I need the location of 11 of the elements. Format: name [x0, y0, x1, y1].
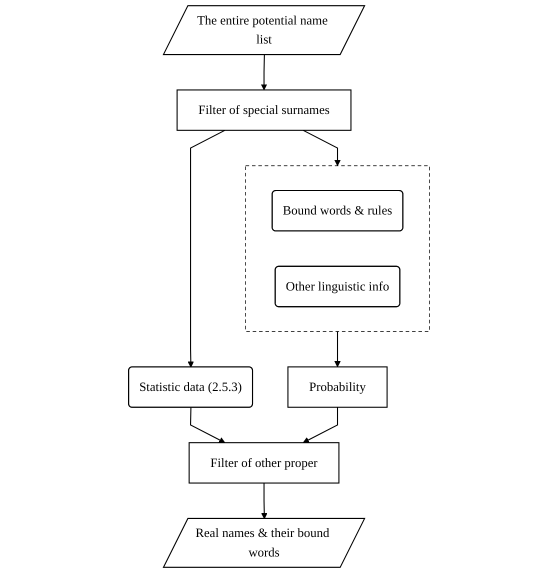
- arrow: [261, 483, 268, 520]
- cluster: [245, 165, 430, 332]
- arrow: [334, 331, 341, 368]
- arrow: [188, 130, 226, 368]
- arrow: [302, 130, 341, 166]
- arrow: [260, 54, 268, 90]
- arrow: [190, 408, 226, 443]
- arrow: [302, 407, 338, 443]
- node-box: Filter of other proper: [188, 442, 340, 484]
- node-box: Filter of special surnames: [176, 89, 352, 131]
- node-box: Probability: [287, 366, 388, 408]
